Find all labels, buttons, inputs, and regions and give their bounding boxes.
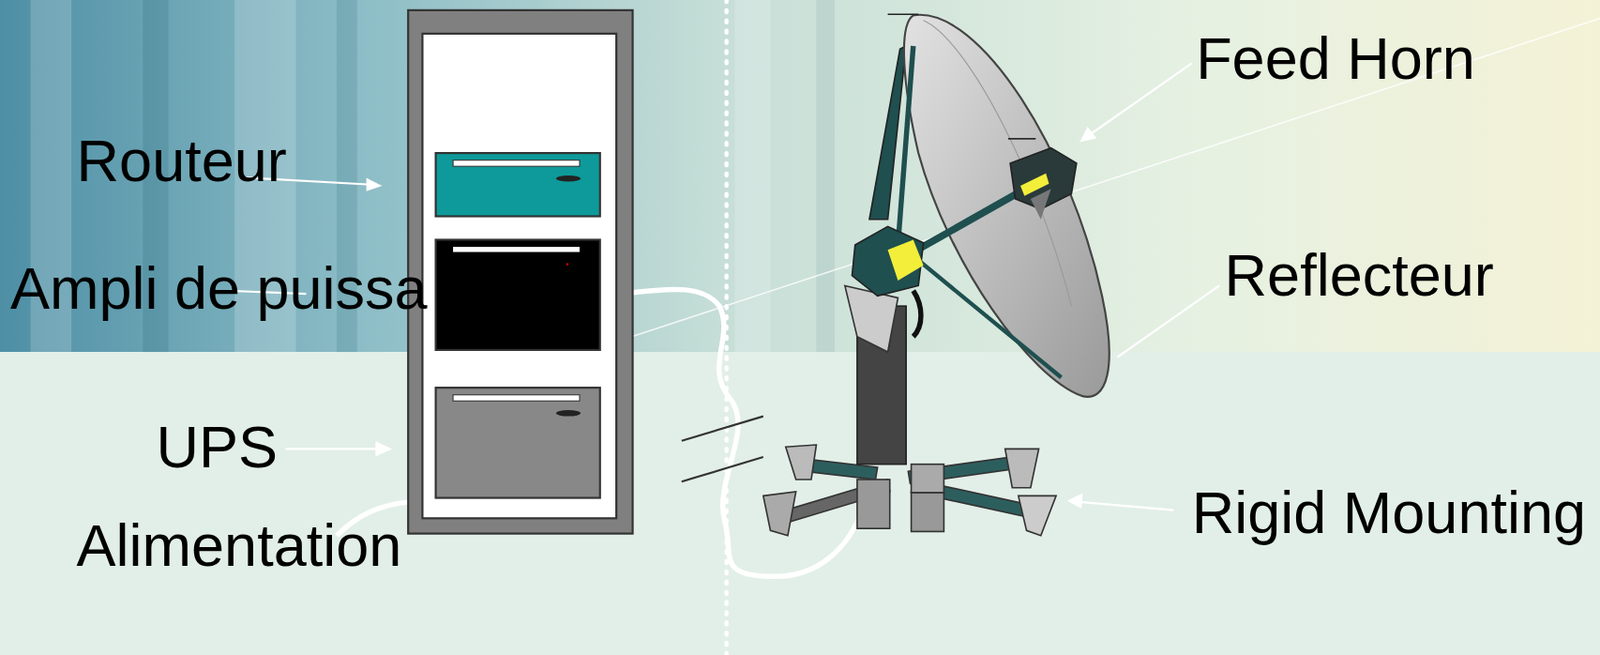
break-mark xyxy=(681,416,764,441)
background-bottom xyxy=(0,351,1600,655)
part-label: Feed Horn xyxy=(1195,29,1476,89)
cable xyxy=(630,288,862,576)
part-label: UPS xyxy=(155,417,278,477)
part-label: Ampli de puissa xyxy=(10,258,428,318)
equipment-rack xyxy=(407,10,633,534)
break-mark xyxy=(681,456,764,482)
part-label: Rigid Mounting xyxy=(1192,483,1586,543)
part-label: Routeur xyxy=(76,131,287,191)
satellite-antenna xyxy=(763,14,1110,536)
diagonal-line xyxy=(622,18,1600,340)
background-top xyxy=(0,0,1600,352)
part-label: Reflecteur xyxy=(1224,245,1495,305)
part-label: Alimentation xyxy=(76,515,403,575)
